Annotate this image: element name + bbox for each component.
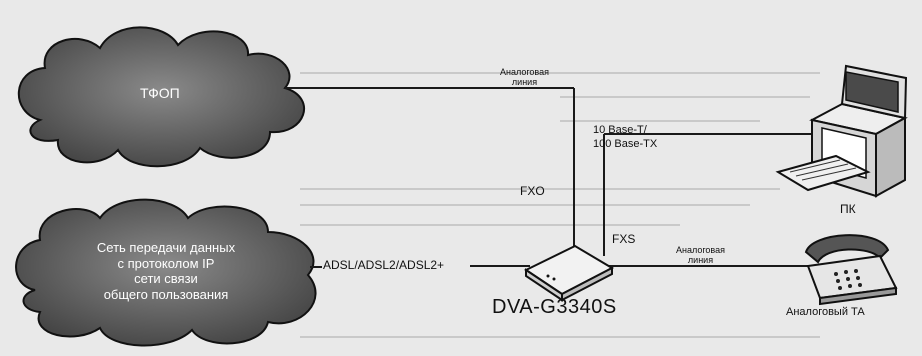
pc-label: ПК [840,202,856,216]
telephone-icon [804,234,898,306]
connection-lines [284,87,820,268]
device-name-label: DVA-G3340S [492,296,617,318]
analog-line-top-label: Аналоговая линия [500,67,549,87]
cloud-tfop-label: ТФОП [140,85,180,101]
analog-line-bottom-label: Аналоговая линия [676,245,725,265]
cloud-data-network [15,198,317,347]
desktop-computer-icon [775,64,908,198]
background-text-line [300,204,750,206]
background-text-line [300,188,780,190]
cloud-data-network-label: Сеть передачи данных с протоколом IP сет… [96,240,236,302]
adsl-label: ADSL/ADSL2/ADSL2+ [323,258,445,272]
fxo-label: FXO [520,184,545,198]
background-text-line [560,96,810,98]
background-text-line [560,120,760,122]
background-text-line [300,336,820,338]
analog-phone-label: Аналоговый ТА [786,306,865,318]
background-text-line [300,224,680,226]
ethernet-label: 10 Base-T/ 100 Base-TX [593,124,658,151]
fxs-label: FXS [612,232,636,246]
background-text-line [300,72,820,74]
router-icon [523,244,615,302]
